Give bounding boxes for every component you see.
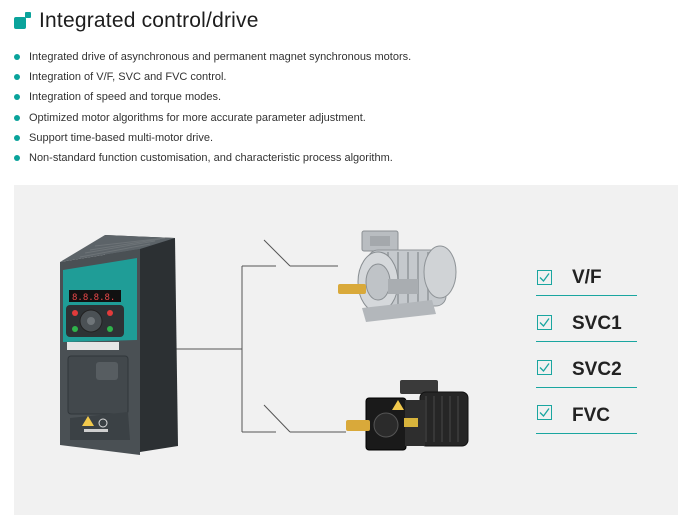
feature-text: Integrated drive of asynchronous and per…	[29, 51, 412, 64]
check-icon	[537, 270, 552, 285]
feature-text: Integration of V/F, SVC and FVC control.	[29, 71, 227, 84]
control-mode-label: SVC2	[572, 359, 622, 380]
bullet-icon	[14, 74, 20, 81]
connector-lines	[176, 239, 346, 433]
bullet-icon	[14, 155, 20, 162]
vfd-drive-image: 8.8.8.8.	[60, 235, 178, 455]
control-mode-item: SVC1	[536, 311, 637, 342]
feature-text: Non-standard function customisation, and…	[29, 152, 393, 165]
feature-text: Integration of speed and torque modes.	[29, 91, 222, 104]
check-icon	[537, 360, 552, 375]
control-mode-label: SVC1	[572, 313, 622, 334]
check-icon	[537, 315, 552, 330]
feature-item: Integration of speed and torque modes.	[14, 87, 411, 107]
feature-list: Integrated drive of asynchronous and per…	[14, 47, 411, 168]
svg-text:8.8.8.8.: 8.8.8.8.	[72, 293, 115, 303]
induction-motor-image	[338, 230, 457, 322]
servo-motor-image	[346, 380, 469, 451]
control-mode-item: V/F	[536, 265, 637, 296]
squares-logo-icon	[14, 12, 32, 30]
feature-text: Optimized motor algorithms for more accu…	[29, 111, 366, 124]
control-mode-item: FVC	[536, 403, 637, 434]
feature-item: Integrated drive of asynchronous and per…	[14, 47, 411, 67]
bullet-icon	[14, 94, 20, 101]
section-header: Integrated control/drive	[14, 6, 259, 36]
control-mode-list: V/F SVC1 SVC2 FVC	[536, 265, 637, 449]
control-mode-item: SVC2	[536, 357, 637, 388]
feature-item: Support time-based multi-motor drive.	[14, 128, 411, 148]
control-mode-label: FVC	[572, 405, 610, 426]
control-mode-label: V/F	[572, 267, 602, 288]
bullet-icon	[14, 134, 20, 141]
feature-item: Optimized motor algorithms for more accu…	[14, 108, 411, 128]
feature-item: Non-standard function customisation, and…	[14, 148, 411, 168]
bullet-icon	[14, 54, 20, 61]
page-title: Integrated control/drive	[39, 9, 259, 32]
feature-text: Support time-based multi-motor drive.	[29, 131, 214, 144]
check-icon	[537, 405, 552, 420]
feature-item: Integration of V/F, SVC and FVC control.	[14, 67, 411, 87]
bullet-icon	[14, 114, 20, 121]
